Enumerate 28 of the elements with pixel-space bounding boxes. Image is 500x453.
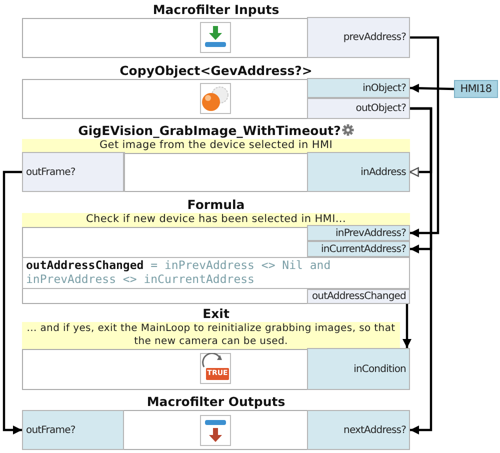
input-port: inObject? [307,78,410,98]
comment-note: Check if new device has been selected in HMI... [22,213,410,227]
block-title: Formula [186,196,246,213]
input-port: inCondition [307,348,410,390]
input-port: inAddress [307,152,410,192]
output-port: outAddressChanged [307,289,410,304]
input-port: nextAddress? [307,410,410,450]
output-port: outObject? [307,98,410,119]
connector-arrow [2,170,22,434]
connector-arrow [410,107,432,434]
connector-arrow [410,84,454,93]
output-port: prevAddress? [307,17,410,58]
input-port: inCurrentAddress? [307,241,410,257]
block-title: Macrofilter Inputs [152,1,280,18]
block-title: CopyObject<GevAddress?> [118,62,314,79]
block-title: GigEVision_GrabImage_WithTimeout? [22,122,410,139]
output-port: outFrame? [22,152,124,192]
block-title: Macrofilter Outputs [146,393,286,410]
hmi-tag: HMI18 [454,80,498,98]
connector-arrow [410,36,440,238]
input-port: inPrevAddress? [307,225,410,241]
input-port: outFrame? [22,410,124,450]
formula-expression: outAddressChanged = inPrevAddress <> Nil and inPrevAddress <> inCurrentAddress [22,257,410,289]
comment-note: Get image from the device selected in HMI [22,139,410,153]
comment-note: ... and if yes, exit the MainLoop to reinitialize grabbing images, so that the new camera can be used. [22,322,400,349]
filter-block [22,122,410,192]
block-title: Exit [202,305,230,322]
connector-arrow [402,304,412,348]
